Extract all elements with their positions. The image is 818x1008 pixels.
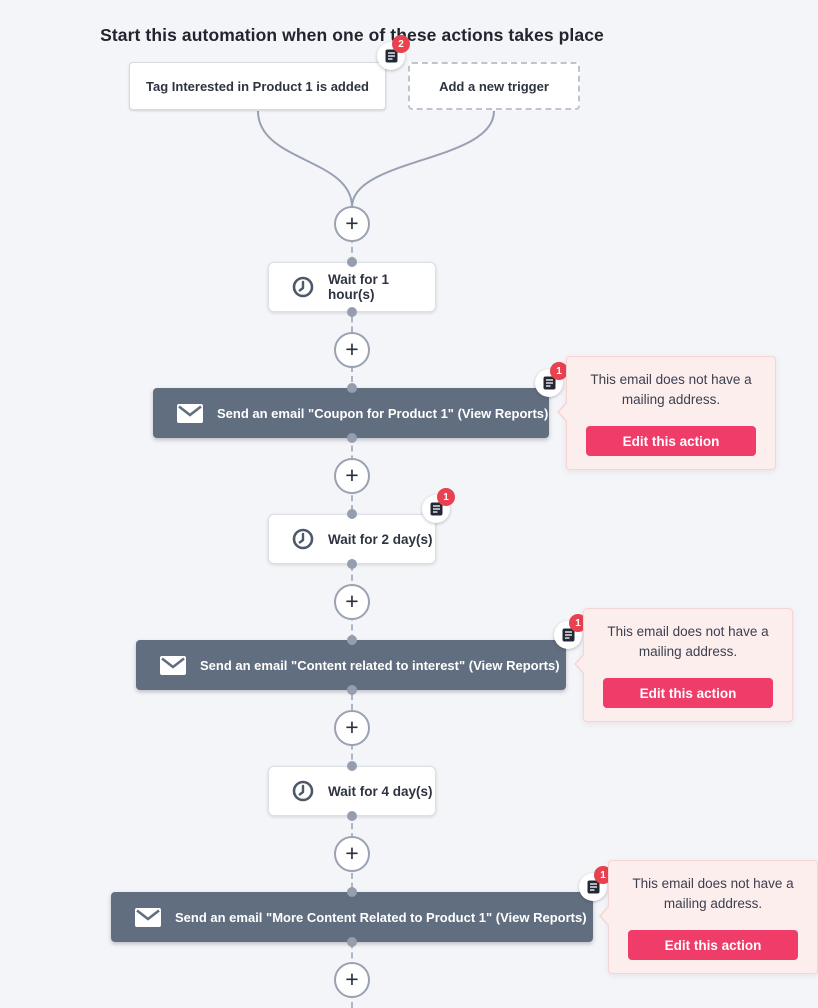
note-count-badge: 1	[550, 362, 568, 380]
edit-action-button[interactable]: Edit this action	[628, 930, 798, 960]
trigger-connector-lines	[257, 110, 495, 208]
email-action-node[interactable]: Send an email "Content related to intere…	[136, 640, 566, 690]
clock-icon	[291, 527, 315, 551]
note-icon	[535, 369, 563, 397]
edit-action-button[interactable]: Edit this action	[586, 426, 756, 456]
add-step-button[interactable]: +	[334, 458, 370, 494]
clock-icon	[291, 779, 315, 803]
email-action-node[interactable]: Send an email "Coupon for Product 1" (Vi…	[153, 388, 549, 438]
edit-action-button[interactable]: Edit this action	[603, 678, 773, 708]
wait-label: Wait for 4 day(s)	[328, 783, 433, 799]
wait-node[interactable]: Wait for 1 hour(s)	[268, 262, 436, 312]
page-title: Start this automation when one of these …	[100, 25, 604, 45]
add-step-button[interactable]: +	[334, 206, 370, 242]
error-tooltip: This email does not have a mailing addre…	[574, 608, 793, 722]
note-count-badge: 1	[594, 866, 612, 884]
note-count-badge: 1	[437, 488, 455, 506]
error-tooltip: This email does not have a mailing addre…	[599, 860, 818, 974]
plus-icon: +	[345, 335, 359, 362]
connector-dot	[347, 509, 357, 519]
wait-label: Wait for 2 day(s)	[328, 531, 433, 547]
plus-icon: +	[345, 209, 359, 236]
note-count-badge: 1	[569, 614, 587, 632]
email-action-node[interactable]: Send an email "More Content Related to P…	[111, 892, 593, 942]
email-label: Send an email "More Content Related to P…	[175, 909, 587, 925]
tooltip-arrow	[557, 401, 568, 423]
plus-icon: +	[345, 461, 359, 488]
connector-dot	[347, 937, 357, 947]
note-icon	[579, 873, 607, 901]
connector-dot	[347, 811, 357, 821]
connector-dot	[347, 761, 357, 771]
plus-icon: +	[345, 713, 359, 740]
add-step-button[interactable]: +	[334, 836, 370, 872]
clock-icon	[291, 275, 315, 299]
error-message: This email does not have a mailing addre…	[607, 624, 769, 660]
error-message: This email does not have a mailing addre…	[632, 876, 794, 912]
plus-icon: +	[345, 587, 359, 614]
email-icon	[135, 907, 161, 927]
connector-dot	[347, 635, 357, 645]
connector-dot	[347, 383, 357, 393]
plus-icon: +	[345, 965, 359, 992]
plus-icon: +	[345, 839, 359, 866]
tooltip-arrow	[599, 905, 610, 927]
connector-dot	[347, 559, 357, 569]
wait-node[interactable]: Wait for 2 day(s)	[268, 514, 436, 564]
add-step-button[interactable]: +	[334, 332, 370, 368]
wait-node[interactable]: Wait for 4 day(s)	[268, 766, 436, 816]
add-trigger-label: Add a new trigger	[439, 78, 549, 94]
error-tooltip: This email does not have a mailing addre…	[557, 356, 776, 470]
trigger-node[interactable]: Tag Interested in Product 1 is added	[129, 62, 386, 110]
add-step-button[interactable]: +	[334, 962, 370, 998]
add-trigger-button[interactable]: Add a new trigger	[408, 62, 580, 110]
wait-label: Wait for 1 hour(s)	[328, 272, 390, 302]
error-message: This email does not have a mailing addre…	[590, 372, 752, 408]
email-icon	[177, 403, 203, 423]
connector-dot	[347, 433, 357, 443]
connector-dot	[347, 685, 357, 695]
connector-dot	[347, 257, 357, 267]
tooltip-arrow	[574, 653, 585, 675]
add-step-button[interactable]: +	[334, 710, 370, 746]
email-label: Send an email "Content related to intere…	[200, 657, 560, 673]
note-count-badge: 2	[392, 35, 410, 53]
email-label: Send an email "Coupon for Product 1" (Vi…	[217, 405, 549, 421]
connector-dot	[347, 887, 357, 897]
connector-dot	[347, 307, 357, 317]
email-icon	[160, 655, 186, 675]
add-step-button[interactable]: +	[334, 584, 370, 620]
trigger-label: Tag Interested in Product 1 is added	[146, 78, 369, 94]
